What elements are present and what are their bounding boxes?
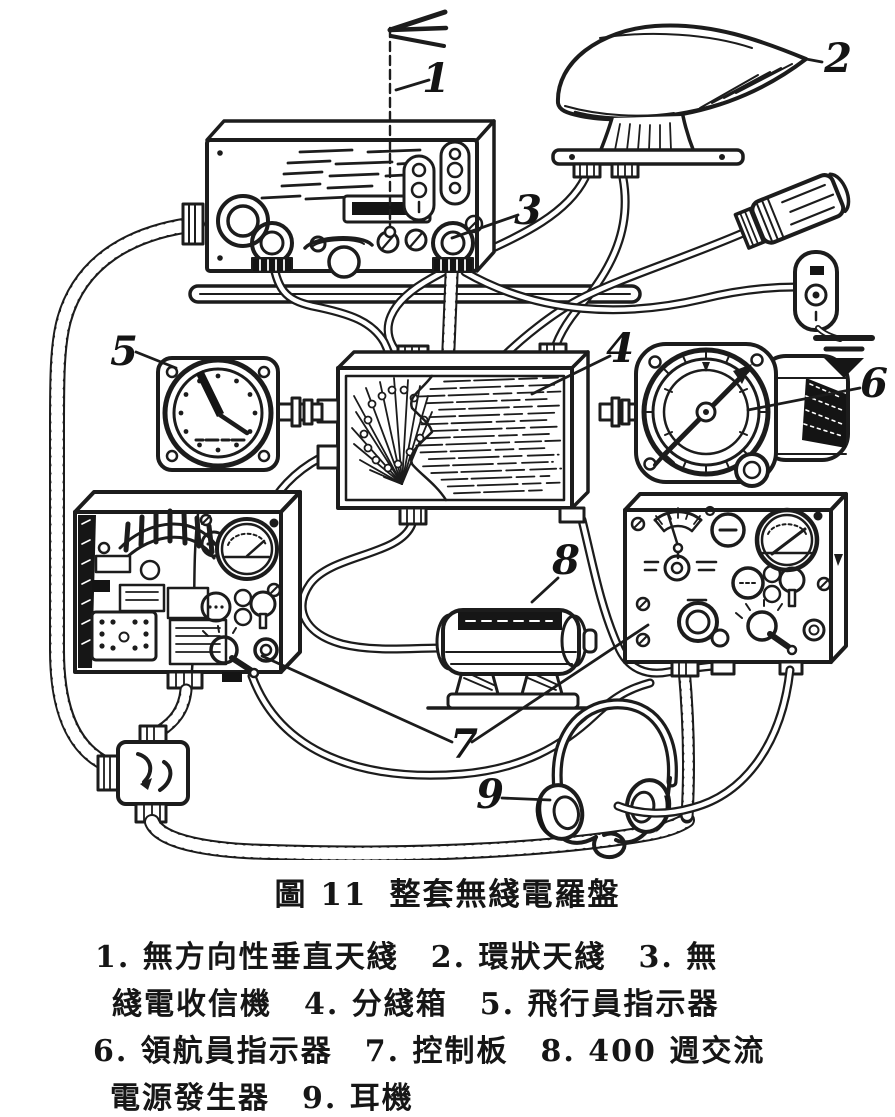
callout-6: 6	[860, 360, 888, 407]
bonding-capsule	[793, 250, 839, 332]
conduit-receiver-to-junction	[441, 257, 459, 367]
callout-numbers: 1 2 3 4 5 6 7 8 9	[110, 35, 888, 818]
radio-compass-diagram: 1 2 3 4 5 6 7 8 9	[49, 9, 888, 860]
legend-line: 6. 領航員指示器 7. 控制板 8. 400 週交流	[93, 1034, 766, 1069]
cable-junction-to-generator	[297, 519, 446, 654]
conduit-receiver-left-side	[49, 216, 205, 775]
callout-2: 2	[823, 35, 852, 82]
figure-caption: 圖 11 整套無綫電羅盤	[0, 869, 895, 914]
ground-symbol	[813, 335, 875, 378]
conduit-bottom-run	[144, 812, 695, 860]
ac-generator	[426, 608, 602, 710]
junction-lid-hatch	[415, 376, 563, 495]
junction-wire-fan	[351, 377, 433, 485]
panel-cutaway-mechanism	[90, 508, 228, 666]
elbow-junction	[96, 724, 190, 824]
callout-3: 3	[514, 187, 542, 234]
radio-receiver	[181, 119, 496, 279]
cable-receiver-to-bonding	[460, 267, 802, 315]
legend-line: 1. 無方向性垂直天綫 2. 環狀天綫 3. 無	[95, 940, 719, 975]
cable-loop-to-junction-left	[383, 173, 590, 365]
callout-1: 1	[422, 55, 450, 102]
callout-4: 4	[606, 325, 634, 372]
power-plug	[733, 172, 851, 250]
headphones	[535, 698, 678, 859]
callout-5: 5	[110, 328, 138, 375]
conduit-right-panel-riser	[677, 661, 695, 824]
vertical-antenna	[383, 9, 449, 239]
right-control-panel	[623, 492, 848, 678]
junction-box	[316, 342, 590, 526]
callout-7: 7	[450, 721, 478, 768]
callout-8: 8	[551, 537, 580, 584]
left-control-panel	[73, 490, 302, 690]
loop-antenna	[551, 23, 808, 179]
headphone-cord	[613, 665, 795, 818]
callout-9: 9	[476, 771, 504, 818]
navigator-indicator	[598, 342, 850, 488]
legend-line: 電源發生器 9. 耳機	[110, 1081, 414, 1116]
legend-line: 綫電收信機 4. 分綫箱 5. 飛行員指示器	[112, 987, 720, 1022]
cable-plug-to-junction	[497, 228, 748, 363]
pilot-indicator	[156, 356, 324, 472]
callout-leaders	[134, 57, 862, 802]
figure-illustration: 1 2 3 4 5 6 7 8 9	[49, 9, 888, 860]
figure-number: 圖 11	[274, 877, 368, 913]
tuning-fan-scale	[653, 507, 703, 560]
figure-title: 整套無綫電羅盤	[389, 877, 621, 913]
